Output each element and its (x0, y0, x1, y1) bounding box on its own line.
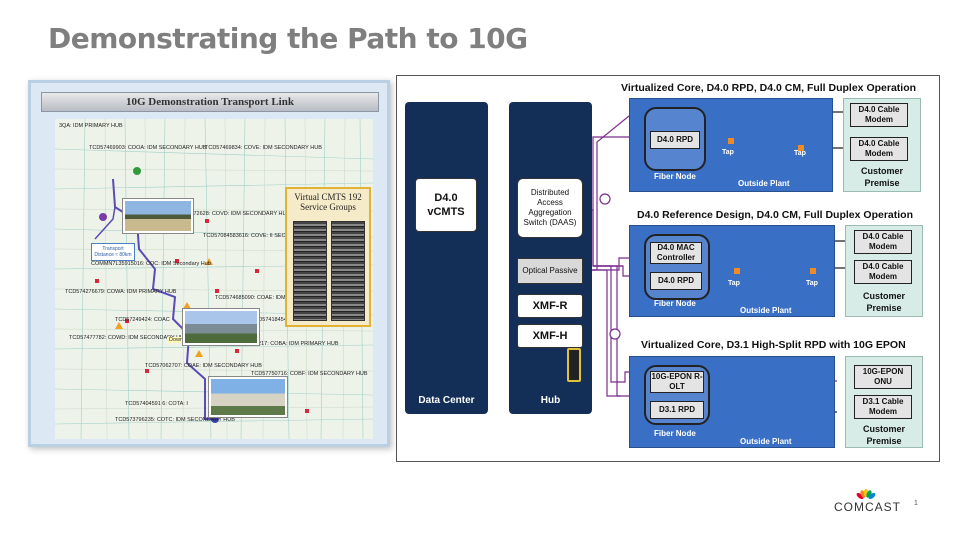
comcast-peacock-logo (856, 489, 876, 500)
data-center-column: D4.0 vCMTS Data Center (405, 102, 488, 414)
xmf-r-box: XMF-R (517, 294, 583, 318)
transceiver-device-icon (567, 348, 581, 382)
slide-title: Demonstrating the Path to 10G (48, 22, 528, 55)
map-hub-label: TCD57084583616: COVE: II SECONDARY HUB (203, 233, 323, 239)
map-header: 10G Demonstration Transport Link (41, 92, 379, 112)
scenario-title: Virtualized Core, D3.1 High-Split RPD wi… (641, 339, 906, 351)
map-hub-label: TCD573796235: COTC: IDM SECONDARY HUB (115, 417, 235, 423)
xmf-h-label: XMF-H (532, 330, 568, 342)
architecture-diagram: D4.0 vCMTS Data Center Distributed Acces… (396, 75, 940, 462)
comcast-logo-text: COMCAST (834, 500, 901, 514)
tap-marker (734, 268, 740, 274)
map-hub-label: TS217: COBA: IDM PRIMARY HUB (251, 341, 339, 347)
scenario-title: Virtualized Core, D4.0 RPD, D4.0 CM, Ful… (621, 82, 917, 94)
tap-marker (810, 268, 816, 274)
fiber-node-label: Fiber Node (654, 299, 696, 308)
outside-plant-label: Outside Plant (740, 437, 792, 446)
cable-modem-box: D4.0 Cable Modem (850, 103, 908, 127)
cable-modem-box: D4.0 Cable Modem (854, 230, 912, 254)
cable-modem-box: D4.0 Cable Modem (850, 137, 908, 161)
xmf-h-box: XMF-H (517, 324, 583, 348)
d40-mac-controller-box: D4.0 MAC Controller (650, 242, 702, 264)
transport-distance-tag: Transport Distance ≈ 80km (91, 243, 135, 261)
optical-passive-box: Optical Passive (517, 258, 583, 284)
building-photo (183, 309, 259, 345)
server-rack-image (293, 221, 327, 321)
map-hub-label: TCD57404591 6: COTA: I (125, 401, 188, 407)
cable-modem-box: D3.1 Cable Modem (854, 395, 912, 419)
vcmts-title: Virtual CMTS 192 Service Groups (294, 192, 362, 212)
tap-label: Tap (806, 280, 818, 287)
page-number: 1 (914, 500, 918, 507)
map-hub-label: TCD57249424: COAC (115, 317, 170, 323)
map-hub-label: TCD57972628: COVD: IDM SECONDARY HUB (173, 211, 291, 217)
map-area: 3QA: IDM PRIMARY HUB TCD57469903: COOA: … (55, 119, 373, 439)
outside-plant-area: D4.0 RPD Fiber Node Outside Plant Tap Ta… (629, 98, 833, 192)
tap-marker (728, 138, 734, 144)
outside-plant-label: Outside Plant (738, 179, 790, 188)
xmf-r-label: XMF-R (532, 300, 568, 312)
server-rack-image (331, 221, 365, 321)
map-hub-label: COMMN7L35915016: COC: IDM Secondary Hub (91, 261, 211, 267)
cable-modem-box: D4.0 Cable Modem (854, 260, 912, 284)
customer-premise: D4.0 Cable Modem D4.0 Cable Modem Custom… (843, 98, 921, 192)
hub-column: Distributed Access Aggregation Switch (D… (509, 102, 592, 414)
building-photo (123, 199, 193, 233)
tap-label: Tap (722, 149, 734, 156)
d31-rpd-box: D3.1 RPD (650, 401, 704, 419)
customer-premise: D4.0 Cable Modem D4.0 Cable Modem Custom… (845, 225, 923, 317)
fiber-node-label: Fiber Node (654, 429, 696, 438)
customer-premise-label: Customer Premise (862, 424, 905, 446)
hub-label: Hub (540, 395, 561, 406)
vcmts-callout: Virtual CMTS 192 Service Groups (285, 187, 371, 327)
fiber-node-label: Fiber Node (654, 172, 696, 181)
map-hub-label: TCD57477782: COWD: IDM SECONDARY HUB (69, 335, 188, 341)
tap-label: Tap (794, 150, 806, 157)
outside-plant-label: Outside Plant (740, 306, 792, 315)
map-hub-label: TCD57469834: COVE: IDM SECONDARY HUB (205, 145, 322, 151)
daas-label: Distributed Access Aggregation Switch (D… (523, 188, 577, 227)
tap-label: Tap (728, 280, 740, 287)
epon-rolt-box: 10G-EPON R-OLT (650, 371, 704, 393)
map-hub-label: 3QA: IDM PRIMARY HUB (59, 123, 123, 129)
customer-premise-label: Customer Premise (860, 166, 903, 188)
d40-rpd-box: D4.0 RPD (650, 131, 700, 149)
map-hub-label: TCD574276679: COWA: IDM PRIMARY HUB (65, 289, 177, 295)
outside-plant-area: 10G-EPON R-OLT D3.1 RPD Fiber Node Outsi… (629, 356, 835, 448)
building-photo (209, 377, 287, 417)
optical-passive-label: Optical Passive (522, 266, 578, 275)
scenario-title: D4.0 Reference Design, D4.0 CM, Full Dup… (637, 209, 913, 221)
customer-premise-label: Customer Premise (862, 291, 905, 313)
vcmts-box: D4.0 vCMTS (415, 178, 477, 232)
daas-box: Distributed Access Aggregation Switch (D… (517, 178, 583, 238)
vcmts-label: D4.0 vCMTS (427, 192, 465, 218)
d40-rpd-box: D4.0 RPD (650, 272, 702, 290)
transport-map-panel: 10G Demonstration Transport Link (28, 80, 390, 447)
map-hub-label: TCD574685090: COAE: IDM SECONDARY HUB (215, 295, 335, 301)
map-hub-label: TCD57750716: COBF: IDM SECONDARY HUB (251, 371, 368, 377)
customer-premise: 10G-EPON ONU D3.1 Cable Modem Customer P… (845, 356, 923, 448)
data-center-label: Data Center (418, 395, 475, 406)
map-hub-label: TCD57469903: COOA: IDM SECONDARY HUB (89, 145, 207, 151)
outside-plant-area: D4.0 MAC Controller D4.0 RPD Fiber Node … (629, 225, 835, 317)
map-hub-label: TCD57062707: COAE: IDM SECONDARY HUB (145, 363, 262, 369)
epon-onu-box: 10G-EPON ONU (854, 365, 912, 389)
tap-marker (798, 145, 804, 151)
